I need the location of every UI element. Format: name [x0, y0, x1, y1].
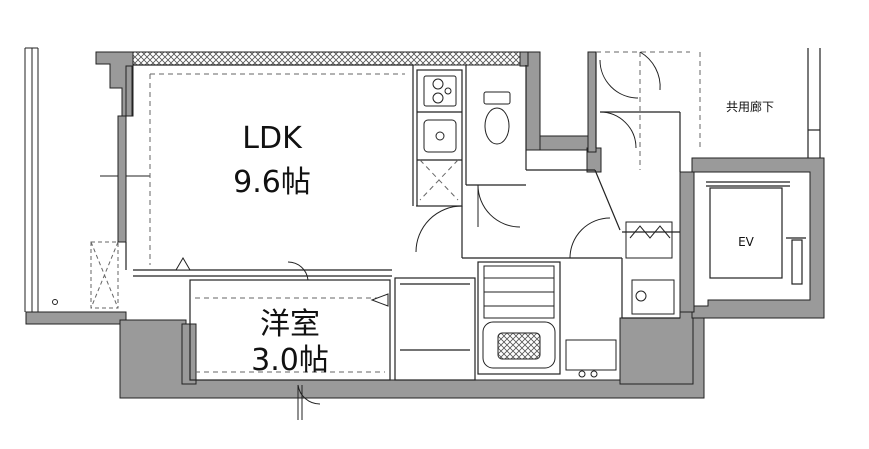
- dashed-lines: [149, 51, 701, 373]
- fixtures: [423, 75, 675, 378]
- balcony: [24, 47, 150, 312]
- corridor-label: 共用廊下: [726, 99, 774, 114]
- ldk-size: 9.6帖: [233, 165, 311, 200]
- interior-lines: [125, 48, 821, 381]
- western-room-name: 洋室: [260, 307, 320, 342]
- doors: [175, 51, 661, 420]
- top-wall: [132, 51, 521, 66]
- elevator-label: EV: [738, 235, 755, 249]
- ldk-name: LDK: [242, 121, 303, 156]
- western-room-size: 3.0帖: [251, 343, 329, 378]
